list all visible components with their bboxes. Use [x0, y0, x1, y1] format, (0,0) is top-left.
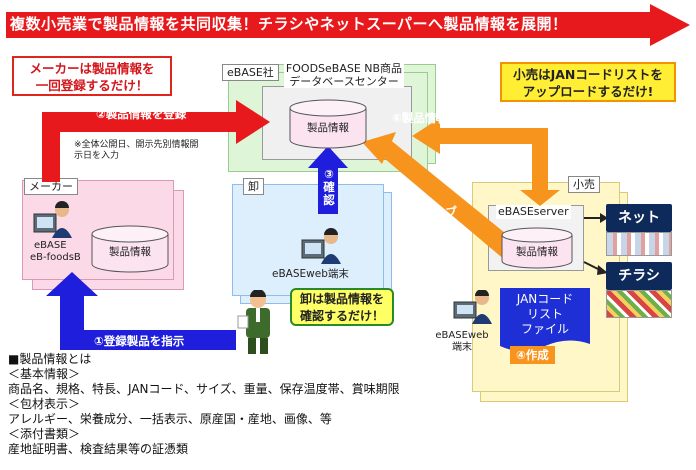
banner-title: 複数小売業で製品情報を共同収集！チラシやネットスーパーへ製品情報を展開！ [10, 15, 568, 33]
maker-callout-line1: メーカーは製品情報を [29, 61, 155, 76]
note-line2: 示日を入力 [74, 151, 120, 161]
arrow-step1 [46, 272, 236, 350]
info-heading: ■製品情報とは [8, 352, 92, 366]
retail-callout-line1: 小売はJANコードリストを [513, 67, 663, 82]
arrow-step5 [372, 138, 526, 266]
info-attachments-heading: ＜添付書類＞ [8, 427, 81, 441]
arrow-step6 [412, 118, 548, 192]
maker-db-icon [91, 225, 169, 273]
jan-file-shape [500, 288, 590, 351]
step6-label: ⑥製品情報を自動取得 [392, 111, 506, 125]
wholesale-terminal-label: eBASEweb端末 [272, 268, 349, 280]
note-text: ※全体公開日、開示先別情報開 示日を入力 [74, 140, 224, 162]
ebase-zone-label: eBASE社 [222, 64, 279, 81]
info-packaging-heading: ＜包材表示＞ [8, 397, 81, 411]
maker-callout: メーカーは製品情報を 一回登録するだけ！ [12, 56, 172, 96]
banner-arrow [6, 4, 690, 46]
note-line1: ※全体公開日、開示先別情報開 [74, 140, 199, 150]
maker-db-label: 製品情報 [109, 246, 151, 258]
ebase-center-label-line1: FOODSeBASE NB商品 [285, 62, 403, 75]
info-packaging-items: アレルギー、栄養成分、一括表示、原産国・産地、画像、等 [8, 412, 332, 426]
jan-file-line1: JANコード [516, 292, 574, 306]
retail-callout-line2: アップロードするだけ! [522, 84, 654, 99]
jan-file-line2: リスト [526, 307, 563, 321]
arrow-step6-down [520, 190, 560, 206]
wholesale-operator-icon [301, 228, 341, 264]
maker-terminal-line2: eB-foodsB [30, 252, 81, 263]
jan-file-label: JANコード リスト ファイル [500, 292, 590, 337]
step1-label: ①登録製品を指示 [94, 334, 185, 348]
step2-label: ②製品情報を登録 [96, 107, 187, 121]
ebase-center-label: FOODSeBASE NB商品 データベースセンター [284, 62, 404, 88]
ebase-center-label-line2: データベースセンター [289, 75, 399, 88]
wholesale-callout: 卸は製品情報を 確認するだけ！ [290, 288, 394, 326]
businessman-icon [237, 290, 270, 354]
ebase-db-icon [289, 99, 367, 149]
step3-label-num: ③ [324, 167, 334, 181]
net-screenshot [606, 232, 672, 256]
info-basic-heading: ＜基本情報＞ [8, 367, 81, 381]
maker-operator-icon [33, 201, 72, 238]
wholesale-zone-label: 卸 [243, 178, 264, 195]
retail-operator-icon [453, 290, 492, 324]
maker-terminal-line1: eBASE [34, 240, 67, 251]
retail-terminal-line2: 端末 [452, 342, 472, 353]
maker-callout-line2: 一回登録するだけ！ [35, 78, 149, 93]
retail-terminal-label: eBASEweb 端末 [432, 330, 492, 354]
step4-label: ④作成 [510, 346, 555, 364]
retail-server-label: eBASEserver [496, 205, 571, 219]
net-box: ネット [606, 204, 672, 232]
wholesale-callout-line2: 確認するだけ！ [299, 309, 384, 323]
ebase-db-label: 製品情報 [307, 122, 349, 134]
arrow-step2 [42, 100, 270, 182]
arrow-step5-head [362, 132, 396, 164]
retail-callout: 小売はJANコードリストを アップロードするだけ! [500, 62, 676, 102]
retail-db-icon [501, 227, 573, 269]
info-basic-items: 商品名、規格、特長、JANコード、サイズ、重量、保存温度帯、賞味期限 [8, 382, 400, 396]
jan-file-line3: ファイル [520, 322, 569, 336]
retail-zone-label: 小売 [568, 176, 600, 193]
flyer-box: チラシ [606, 262, 672, 290]
flyer-image [606, 290, 672, 318]
wholesale-callout-line1: 卸は製品情報を [299, 292, 384, 306]
retail-db-label: 製品情報 [516, 246, 558, 258]
step3-label: ③ 確 認 [322, 168, 336, 207]
step3-label-char1: 確 [323, 180, 335, 194]
arrow-step3 [308, 146, 348, 214]
step3-label-char2: 認 [323, 193, 335, 207]
maker-terminal-label: eBASE eB-foodsB [30, 240, 81, 264]
info-attachments-items: 産地証明書、検査結果等の証憑類 [8, 442, 189, 456]
retail-terminal-line1: eBASEweb [435, 330, 489, 341]
